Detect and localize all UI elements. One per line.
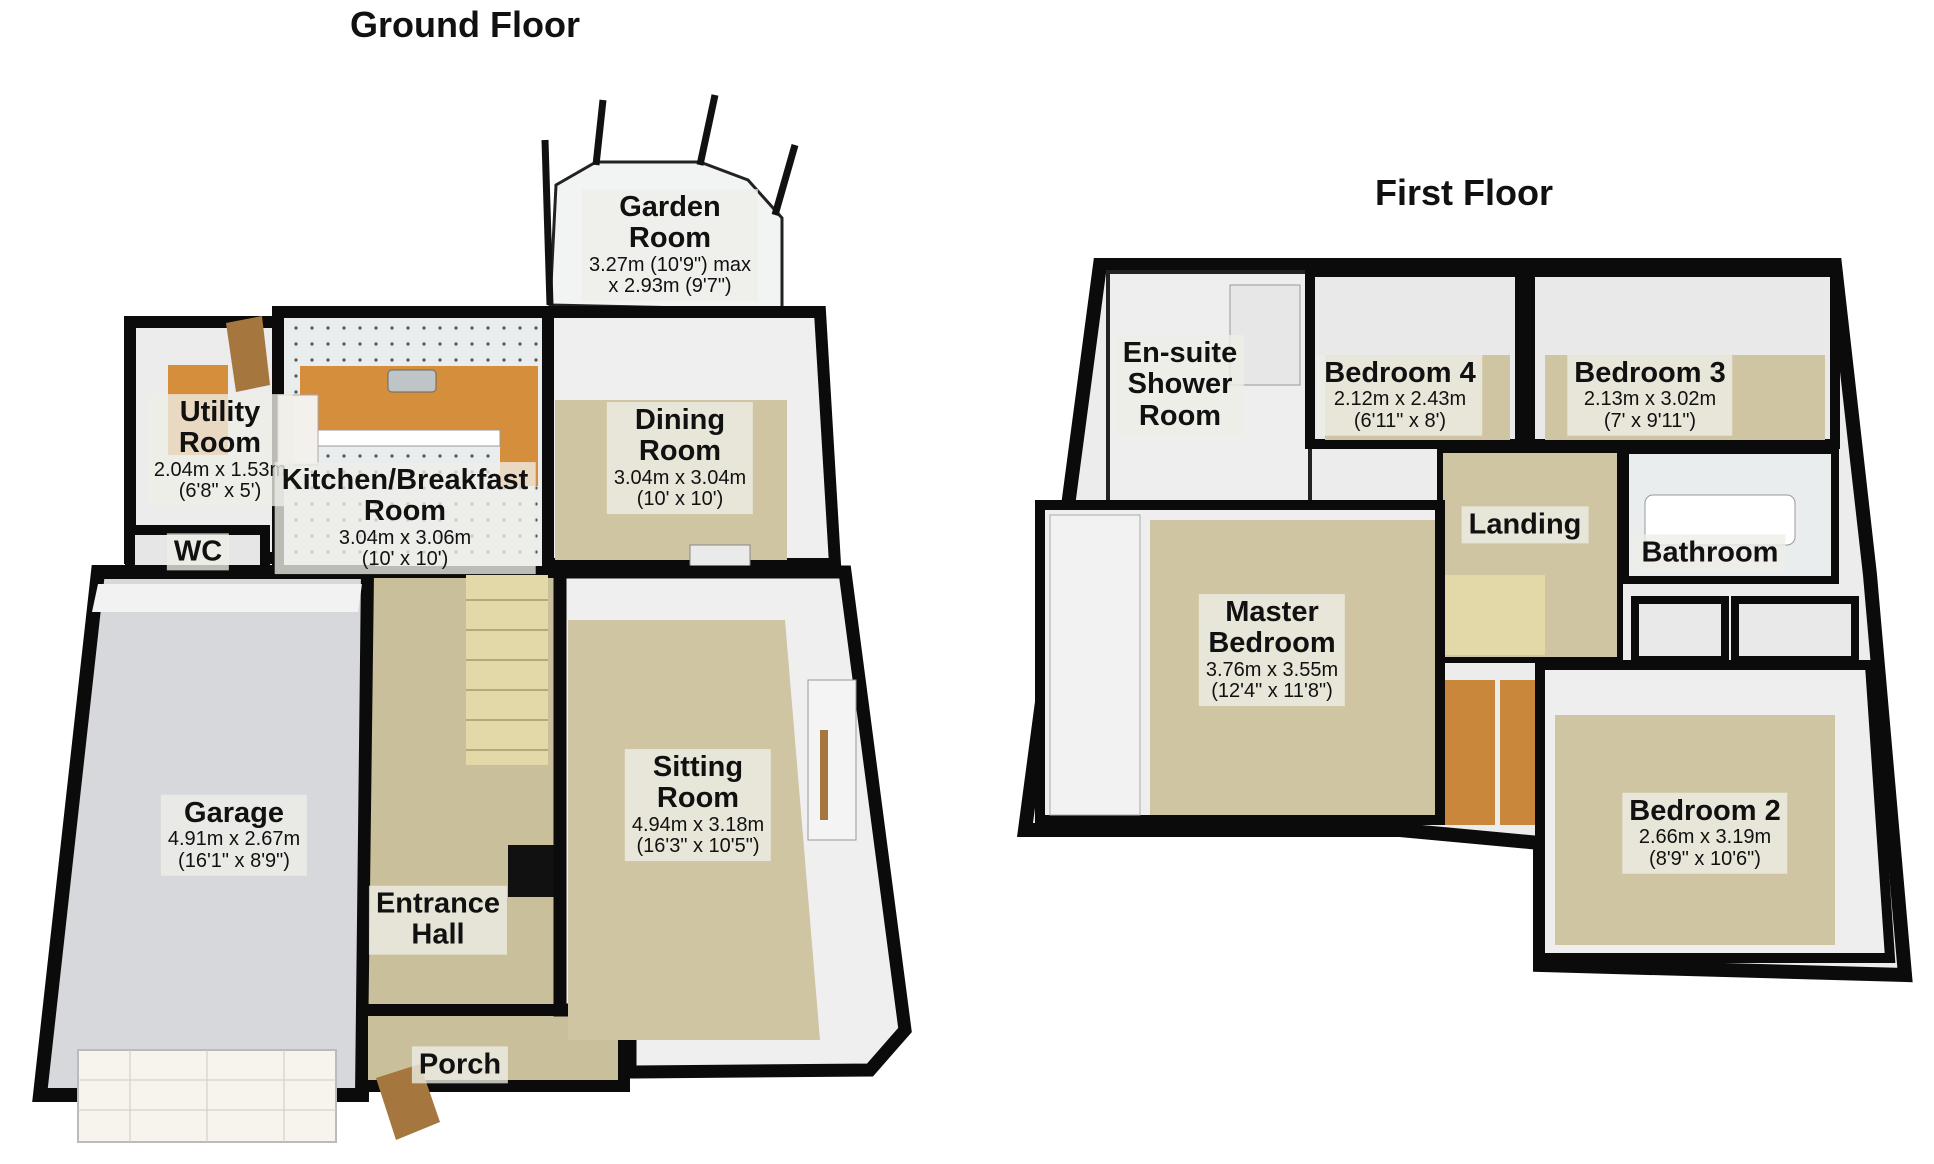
room-name: Kitchen/Breakfast Room [281, 464, 529, 528]
room-label-master-bedroom: Master Bedroom 3.76m x 3.55m (12'4" x 11… [1198, 594, 1346, 706]
room-label-utility-room: Utility Room 2.04m x 1.53m (6'8" x 5') [146, 394, 294, 506]
room-label-bathroom: Bathroom [1634, 534, 1786, 572]
room-dimensions: 2.66m x 3.19m (8'9" x 10'6") [1638, 826, 1772, 870]
utility-door [226, 316, 270, 392]
room-label-entrance-hall: Entrance Hall [368, 885, 508, 955]
room-name: Sitting Room [652, 751, 744, 815]
landing-stairs [1445, 575, 1545, 655]
room-name: WC [173, 535, 223, 568]
room-name: Porch [418, 1048, 502, 1081]
room-label-landing: Landing [1461, 506, 1589, 544]
room-name: Bedroom 3 [1574, 356, 1726, 389]
staircase [466, 575, 548, 765]
ground-floor-plan [32, 94, 912, 1143]
ground-floor-title: Ground Floor [350, 4, 580, 45]
room-dimensions: 2.04m x 1.53m (6'8" x 5') [153, 458, 287, 503]
room-label-wc: WC [166, 533, 230, 571]
room-dimensions: 3.04m x 3.04m (10' x 10') [613, 466, 747, 511]
room-label-porch: Porch [411, 1046, 509, 1084]
landing-area [1437, 447, 1623, 825]
room-label-bedroom-4: Bedroom 4 2.12m x 2.43m (6'11" x 8') [1317, 354, 1483, 436]
room-name: Bedroom 2 [1629, 794, 1781, 827]
room-name: Garden Room [619, 191, 721, 255]
first-floor-plan [1017, 258, 1913, 983]
room-dimensions: 4.94m x 3.18m (16'3" x 10'5") [631, 813, 765, 858]
room-label-garage: Garage 4.91m x 2.67m (16'1" x 8'9") [160, 794, 308, 876]
room-label-dining-room: Dining Room 3.04m x 3.04m (10' x 10') [606, 402, 754, 514]
entrance-hall-area [355, 566, 566, 1056]
room-name: Bedroom 4 [1324, 356, 1476, 389]
room-name: Dining Room [634, 404, 726, 468]
room-dimensions: 3.04m x 3.06m (10' x 10') [338, 526, 472, 571]
room-label-en-suite: En-suite Shower Room [1115, 335, 1245, 435]
room-label-sitting-room: Sitting Room 4.94m x 3.18m (16'3" x 10'5… [624, 749, 772, 861]
fireplace [807, 679, 857, 841]
room-dimensions: 3.76m x 3.55m (12'4" x 11'8") [1205, 658, 1339, 703]
room-name: En-suite Shower Room [1122, 337, 1238, 432]
sink-icon [387, 369, 437, 393]
room-label-garden-room: Garden Room 3.27m (10'9") max x 2.93m (9… [581, 189, 759, 301]
first-floor-title: First Floor [1375, 172, 1553, 213]
room-name: Master Bedroom [1208, 596, 1336, 660]
room-dimensions: 3.27m (10'9") max x 2.93m (9'7") [588, 253, 752, 298]
room-name: Bathroom [1641, 536, 1779, 569]
room-name: Garage [184, 796, 284, 829]
room-label-bedroom-2: Bedroom 2 2.66m x 3.19m (8'9" x 10'6") [1622, 792, 1788, 874]
room-name: Utility Room [178, 396, 262, 460]
room-dimensions: 4.91m x 2.67m (16'1" x 8'9") [167, 828, 301, 872]
room-dimensions: 2.13m x 3.02m (7' x 9'11") [1583, 388, 1717, 432]
room-dimensions: 2.12m x 2.43m (6'11" x 8') [1333, 388, 1467, 432]
room-label-kitchen-breakfast-room: Kitchen/Breakfast Room 3.04m x 3.06m (10… [274, 462, 536, 574]
room-label-bedroom-3: Bedroom 3 2.13m x 3.02m (7' x 9'11") [1567, 354, 1733, 436]
room-name: Entrance Hall [375, 887, 501, 951]
room-name: Landing [1468, 508, 1582, 541]
